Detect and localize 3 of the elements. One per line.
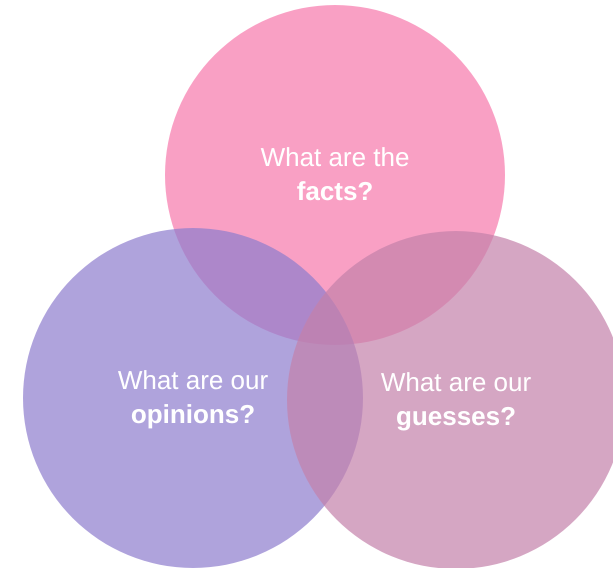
circle-label: What are our guesses?: [380, 366, 532, 433]
circle-label: What are our opinions?: [116, 364, 270, 431]
circle-label: What are the facts?: [260, 141, 410, 208]
